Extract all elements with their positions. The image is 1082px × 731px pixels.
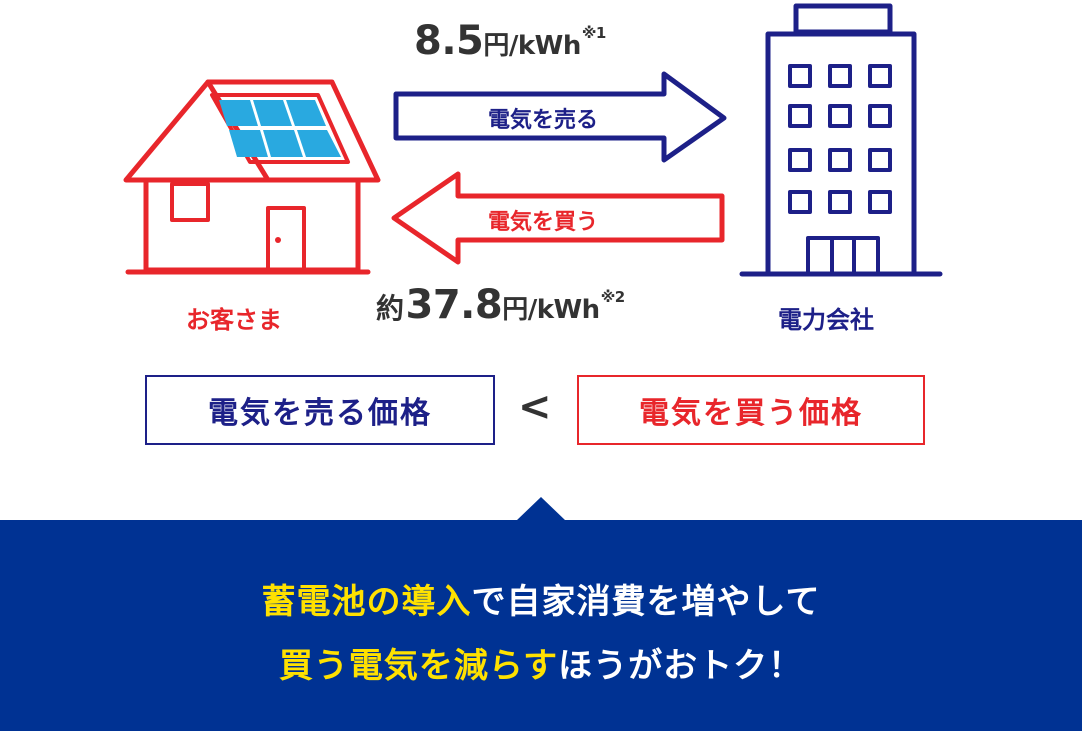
sell-price-box: 電気を売る価格 [147, 377, 493, 443]
arrow-left-icon [391, 171, 725, 265]
building-body [765, 31, 917, 275]
message-line-2-highlight: 買う電気を減らす [278, 646, 559, 686]
office-building-icon [739, 3, 943, 277]
arrow-right-icon [393, 71, 727, 163]
sell-price-note: ※1 [581, 24, 607, 42]
house-door-knob [275, 237, 281, 243]
buy-arrow-label: 電気を買う [488, 210, 599, 235]
buy-price-unit: 円/kWh [502, 295, 600, 325]
less-than-icon: < [518, 384, 552, 430]
customer-label: お客さま [186, 306, 282, 334]
sell-price-value: 8.5 [414, 18, 484, 64]
message-line-2: 買う電気を減らすほうがおトク！ [0, 638, 1082, 687]
sell-price: 8.5円/kWh※1 [414, 18, 606, 64]
buy-price-value: 37.8 [405, 282, 503, 328]
buy-price-prefix: 約 [376, 292, 404, 325]
message-line-2-rest: ほうがおトク！ [558, 646, 804, 686]
buy-price-note: ※2 [600, 288, 626, 306]
buy-price: 約37.8円/kWh※2 [376, 282, 625, 328]
house-roof [123, 79, 381, 183]
solar-panel-cells [219, 100, 341, 157]
utility-label: 電力会社 [778, 306, 874, 334]
house-with-solar-panel-icon [123, 79, 381, 275]
building-entrance [806, 236, 880, 274]
house-door [266, 206, 306, 272]
house-wall [143, 177, 361, 273]
message-banner [0, 520, 1082, 731]
house-window [170, 182, 210, 222]
message-line-1-highlight: 蓄電池の導入 [261, 582, 472, 622]
building-top [793, 3, 893, 35]
message-line-1-rest: で自家消費を増やして [471, 582, 821, 622]
message-line-1: 蓄電池の導入で自家消費を増やして [0, 574, 1082, 623]
banner-pointer [516, 497, 566, 521]
building-windows [788, 64, 892, 214]
buy-price-box: 電気を買う価格 [579, 377, 923, 443]
sell-price-unit: 円/kWh [483, 31, 581, 61]
sell-arrow-label: 電気を売る [488, 108, 599, 133]
